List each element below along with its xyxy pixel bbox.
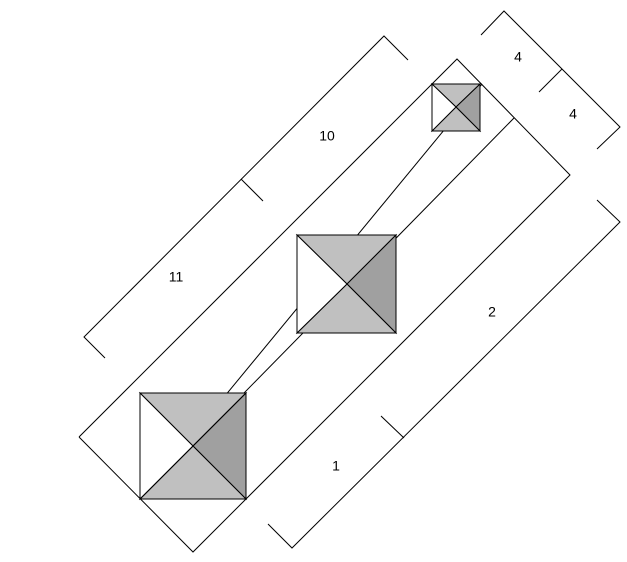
dim-label-right-upper: 2 (488, 304, 496, 320)
left-dimension-line (83, 35, 409, 359)
medium-pyramid (295, 233, 398, 335)
dim-label-left-upper: 10 (319, 128, 335, 144)
large-pyramid (138, 391, 248, 501)
dim-label-top-right-upper: 4 (514, 49, 522, 65)
small-pyramid (430, 82, 482, 133)
dim-label-left-lower: 11 (169, 269, 184, 285)
outer-frame (78, 58, 571, 553)
bottom-right-dimension-line (267, 199, 621, 549)
dim-label-top-right-lower: 4 (569, 106, 577, 122)
top-right-dimension-line (480, 10, 621, 150)
dim-label-right-lower: 1 (332, 458, 340, 474)
